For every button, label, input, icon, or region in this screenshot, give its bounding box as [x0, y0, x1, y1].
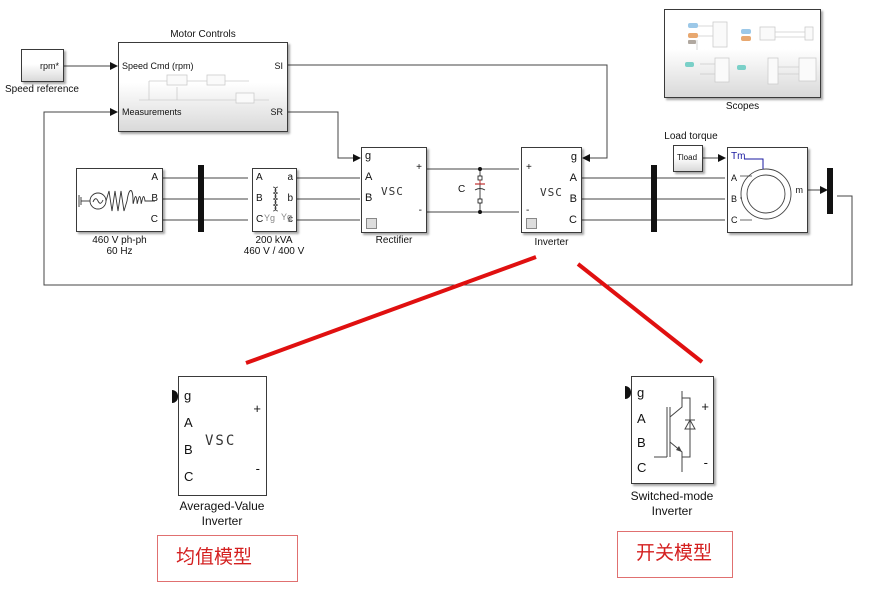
- avg-port-g: g: [184, 388, 192, 403]
- induction-motor-block[interactable]: Tm A B C m: [727, 147, 808, 233]
- inverter-dc-minus: -: [526, 205, 530, 216]
- switched-model-annotation: 开关模型: [617, 531, 733, 578]
- source-label-line1: 460 V ph-ph: [92, 235, 147, 246]
- source-label-line2: 60 Hz: [106, 246, 133, 257]
- motor-port-m: m: [795, 185, 804, 195]
- rectifier-dc-minus: -: [418, 205, 422, 216]
- load-torque-value: Tload: [677, 153, 698, 162]
- inverter-port-c: C: [569, 214, 577, 226]
- sw-gate-port-icon: [625, 386, 631, 399]
- sw-port-b: B: [637, 435, 646, 450]
- avg-port-c: C: [184, 469, 194, 484]
- inverter-block[interactable]: g A B C VSC + -: [521, 147, 582, 233]
- xfmr-winding-secondary: Yg: [281, 212, 293, 222]
- sw-port-g: g: [637, 385, 645, 400]
- inverter-label: Inverter: [534, 237, 569, 248]
- motor-controls-block[interactable]: Speed Cmd (rpm) Measurements SI SR: [118, 42, 288, 132]
- xfmr-port-a: a: [287, 172, 293, 183]
- switched-mode-inverter-block[interactable]: g A B C + -: [631, 376, 714, 484]
- demux-bar: [827, 168, 833, 214]
- motor-port-b: B: [731, 194, 738, 204]
- motor-controls-preview-icon: [139, 74, 269, 104]
- avg-dc-minus: -: [255, 461, 260, 476]
- xfmr-port-c: c: [288, 214, 293, 225]
- avg-port-a: A: [184, 415, 193, 430]
- wire-sr-to-rectifier: [288, 111, 361, 162]
- port-si: SI: [274, 61, 283, 71]
- rectifier-port-g: g: [365, 150, 372, 162]
- avg-symbol: VSC: [205, 433, 237, 449]
- scopes-label: Scopes: [725, 101, 760, 112]
- avg-gate-port-icon: [172, 390, 178, 403]
- avg-dc-plus: +: [253, 401, 261, 416]
- averaged-model-annotation: 均值模型: [157, 535, 298, 582]
- port-speed-cmd: Speed Cmd (rpm): [122, 61, 194, 71]
- transformer-label-line2: 460 V / 400 V: [243, 246, 305, 257]
- sw-dc-minus: -: [703, 455, 708, 470]
- xfmr-winding-primary: Yg: [264, 213, 276, 223]
- rectifier-dc-plus: +: [416, 162, 422, 173]
- callout-line-switched: [576, 262, 704, 364]
- wire-si-to-inverter: [288, 64, 608, 162]
- scopes-block[interactable]: [664, 9, 821, 98]
- speed-reference-label: Speed reference: [5, 84, 79, 95]
- sw-label-line2: Inverter: [651, 504, 693, 518]
- wire-measurements-feedback: [43, 108, 853, 286]
- motor-port-a: A: [731, 173, 738, 183]
- bus-bar-2: [651, 165, 657, 232]
- igbt-diode-icon: [654, 391, 696, 472]
- xfmr-port-C: C: [256, 214, 264, 225]
- inverter-dc-plus: +: [526, 162, 532, 173]
- load-torque-title: Load torque: [664, 131, 718, 142]
- callout-line-averaged: [245, 255, 537, 365]
- inverter-port-b: B: [569, 193, 577, 205]
- source-port-a: A: [151, 172, 158, 183]
- avg-label-line1: Averaged-Value: [179, 499, 265, 513]
- inverter-symbol: VSC: [540, 186, 563, 199]
- speed-reference-value: rpm*: [39, 61, 59, 71]
- rectifier-block[interactable]: g A B VSC + -: [361, 147, 427, 233]
- rectifier-label: Rectifier: [375, 235, 413, 246]
- sw-dc-plus: +: [701, 399, 709, 414]
- inverter-port-g: g: [570, 151, 577, 163]
- motor-port-c: C: [731, 215, 738, 225]
- library-link-icon: [366, 218, 377, 229]
- scopes-preview-icon: [685, 21, 817, 85]
- transformer-label-line1: 200 kVA: [255, 235, 293, 246]
- motor-port-tm: Tm: [731, 151, 746, 162]
- library-link-icon: [526, 218, 537, 229]
- port-sr: SR: [270, 107, 283, 117]
- rectifier-port-a: A: [365, 171, 373, 183]
- transformer-block[interactable]: A B C a b c Yg Yg: [252, 168, 297, 232]
- transformer-coil-icon: [272, 186, 279, 212]
- bus-bar-1: [198, 165, 204, 232]
- xfmr-port-A: A: [256, 172, 263, 183]
- load-torque-block[interactable]: Tload: [673, 145, 703, 172]
- avg-label-line2: Inverter: [201, 514, 243, 528]
- motor-rotor-icon: [740, 158, 792, 221]
- three-phase-source-block[interactable]: A B C: [76, 168, 163, 232]
- inverter-port-a: A: [569, 172, 577, 184]
- port-measurements: Measurements: [122, 107, 182, 117]
- speed-reference-block[interactable]: rpm*: [21, 49, 64, 82]
- avg-port-b: B: [184, 442, 193, 457]
- ac-source-icon: [78, 190, 155, 212]
- source-port-b: B: [151, 193, 158, 204]
- motor-controls-title: Motor Controls: [170, 29, 236, 40]
- xfmr-port-b: b: [287, 193, 293, 204]
- capacitor-label: C: [458, 184, 466, 195]
- source-port-c: C: [150, 214, 158, 225]
- rectifier-symbol: VSC: [381, 185, 404, 198]
- sw-label-line1: Switched-mode: [630, 489, 714, 503]
- xfmr-port-B: B: [256, 193, 263, 204]
- sw-port-c: C: [637, 460, 647, 475]
- sw-port-a: A: [637, 411, 646, 426]
- averaged-value-inverter-block[interactable]: g A B C VSC + -: [178, 376, 267, 496]
- rectifier-port-b: B: [365, 192, 373, 204]
